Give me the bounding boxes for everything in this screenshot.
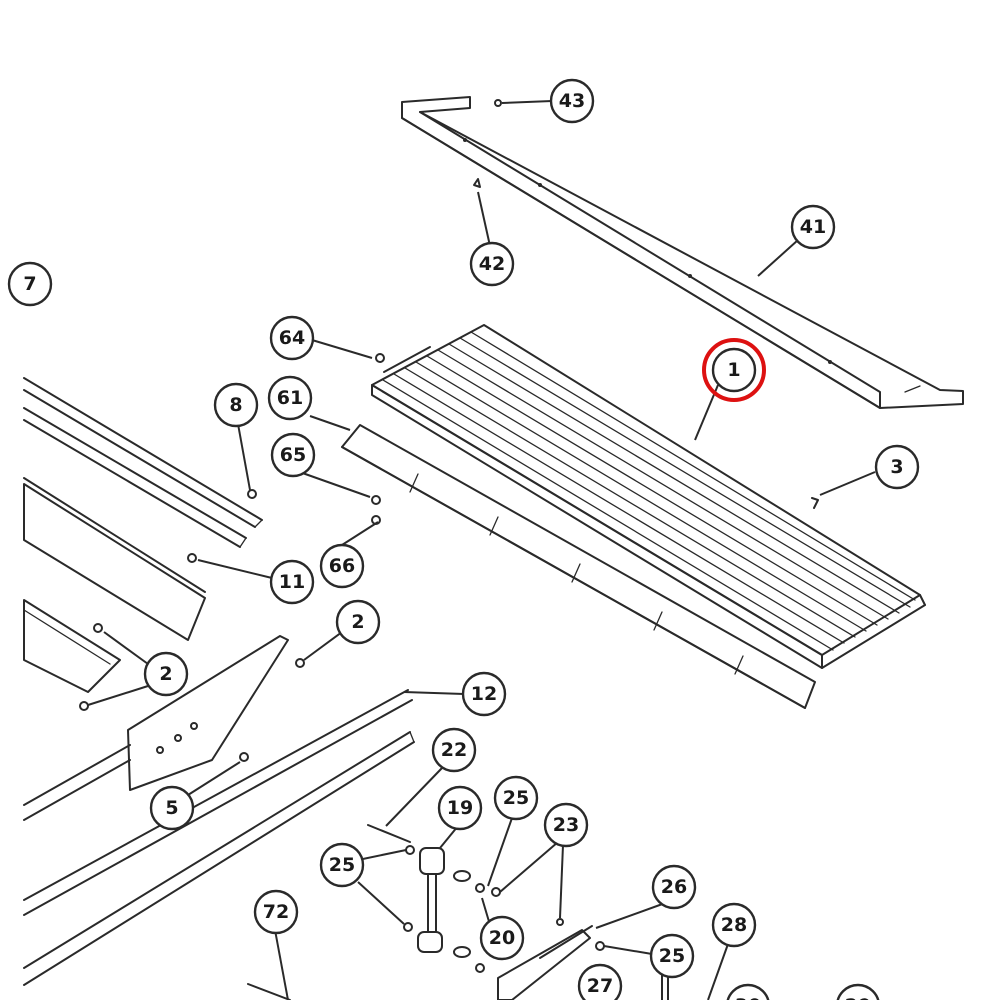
callout-66: 66 xyxy=(319,543,365,589)
callout-label: 25 xyxy=(503,787,529,809)
part-5-bracket xyxy=(23,635,289,821)
callout-label: 22 xyxy=(441,739,467,761)
part-26-plate xyxy=(247,925,669,1000)
callout-label: 5 xyxy=(165,797,178,819)
leader-lines xyxy=(87,100,876,1000)
callout-25-top: 25 xyxy=(493,775,539,821)
callout-3: 3 xyxy=(874,444,920,490)
callout-label: 64 xyxy=(279,327,305,349)
callout-2-right: 2 xyxy=(335,599,381,645)
callout-20: 20 xyxy=(479,915,525,961)
callout-42: 42 xyxy=(469,241,515,287)
callout-label: 72 xyxy=(263,901,289,923)
callout-19: 19 xyxy=(437,785,483,831)
callout-43: 43 xyxy=(549,78,595,124)
callout-72: 72 xyxy=(253,889,299,935)
callout-label: 19 xyxy=(447,797,473,819)
callout-label: 28 xyxy=(721,914,747,936)
part-12-rail xyxy=(23,689,415,986)
callout-26: 26 xyxy=(651,864,697,910)
callout-label: 7 xyxy=(23,273,36,295)
callout-7: 7 xyxy=(7,261,53,307)
callout-5: 5 xyxy=(149,785,195,831)
callout-25-right: 25 xyxy=(649,933,695,979)
callout-1: 1 xyxy=(711,347,757,393)
part-1-grate xyxy=(371,324,926,669)
part-61-lower-plate xyxy=(341,424,816,709)
callout-64: 64 xyxy=(269,315,315,361)
callout-label: 42 xyxy=(479,253,505,275)
small-hardware xyxy=(79,99,819,762)
callout-23: 23 xyxy=(543,802,589,848)
callout-61: 61 xyxy=(267,375,313,421)
callout-label: 66 xyxy=(329,555,355,577)
left-frame-rails xyxy=(23,377,263,693)
callout-label: 2 xyxy=(159,663,172,685)
callout-25-left: 25 xyxy=(319,842,365,888)
callout-label: 11 xyxy=(279,571,305,593)
callout-41: 41 xyxy=(790,204,836,250)
callout-label: 27 xyxy=(587,975,613,997)
callout-label: 23 xyxy=(553,814,579,836)
callout-65: 65 xyxy=(270,432,316,478)
callout-label: 65 xyxy=(280,444,306,466)
callout-label: 20 xyxy=(489,927,515,949)
part-41-top-panel xyxy=(401,96,964,409)
callout-28: 28 xyxy=(711,902,757,948)
highlight-ring xyxy=(702,338,766,402)
callout-8: 8 xyxy=(213,382,259,428)
callout-29: 29 xyxy=(836,983,880,1000)
callout-11: 11 xyxy=(269,559,315,605)
callout-label: 61 xyxy=(277,387,303,409)
callout-label: 30 xyxy=(735,995,761,1000)
callout-label: 41 xyxy=(800,216,826,238)
linkage-assembly xyxy=(367,824,564,973)
callout-22: 22 xyxy=(431,727,477,773)
callout-label: 1 xyxy=(727,359,740,381)
callout-label: 3 xyxy=(890,456,903,478)
callout-label: 25 xyxy=(659,945,685,967)
callout-label: 12 xyxy=(471,683,497,705)
callout-label: 26 xyxy=(661,876,687,898)
callout-label: 8 xyxy=(229,394,242,416)
callout-27: 27 xyxy=(577,963,623,1000)
callout-label: 25 xyxy=(329,854,355,876)
callout-12: 12 xyxy=(461,671,507,717)
callout-label: 43 xyxy=(559,90,585,112)
callout-30: 30 xyxy=(726,983,770,1000)
callout-label: 29 xyxy=(845,995,871,1000)
callout-label: 2 xyxy=(351,611,364,633)
callout-2-left: 2 xyxy=(143,651,189,697)
